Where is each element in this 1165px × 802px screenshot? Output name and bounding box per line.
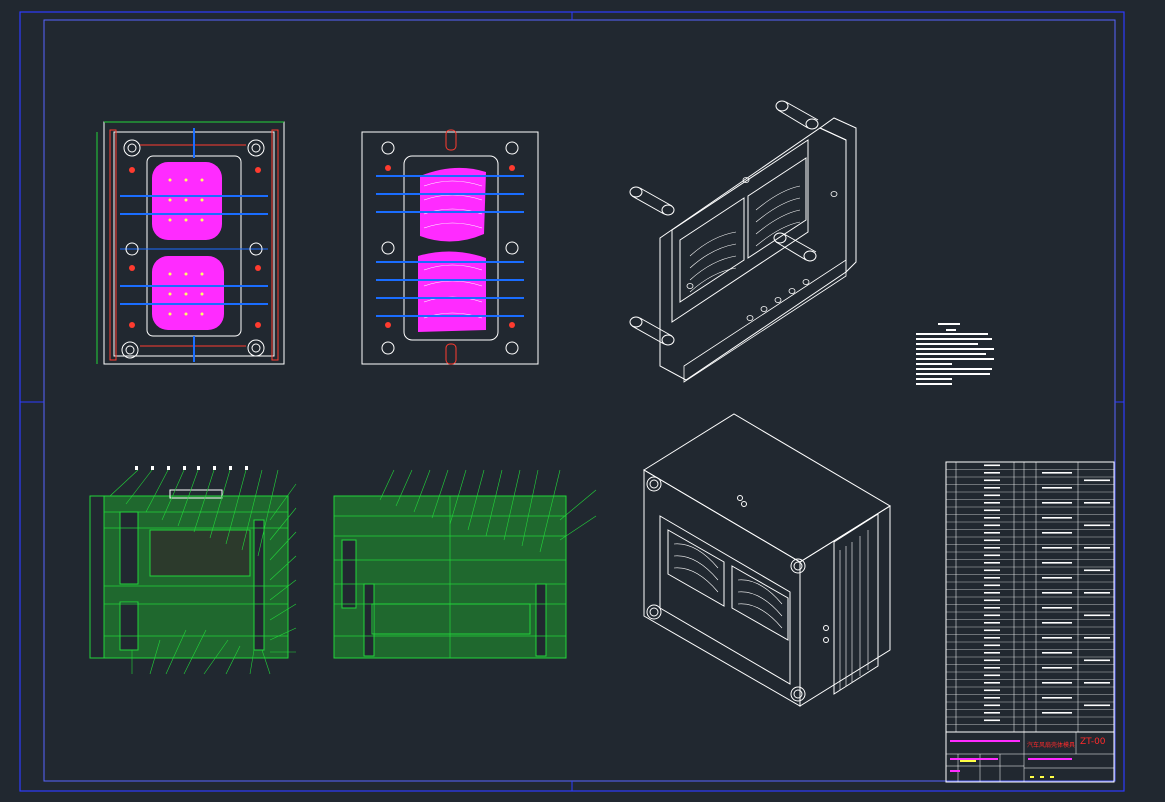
drawing-number: ZT-00: [1080, 737, 1106, 747]
sheet-border: [19, 11, 1125, 792]
section-view-b: [333, 469, 597, 659]
cavity-lower: [152, 256, 224, 330]
fixed-half-plan-view: [96, 121, 285, 365]
core-upper: [420, 167, 486, 242]
moving-half-plan-view: [361, 129, 539, 365]
isometric-moving-half-view: [629, 100, 857, 383]
isometric-assembly-view: [643, 413, 891, 707]
title-block: 汽车风扇壳体模具 ZT-00: [945, 731, 1115, 783]
parts-list-table: [945, 461, 1115, 733]
core-lower: [418, 251, 486, 332]
drawing-title: 汽车风扇壳体模具: [1027, 741, 1075, 749]
technical-notes: [916, 323, 994, 385]
section-view-a: [89, 466, 297, 675]
